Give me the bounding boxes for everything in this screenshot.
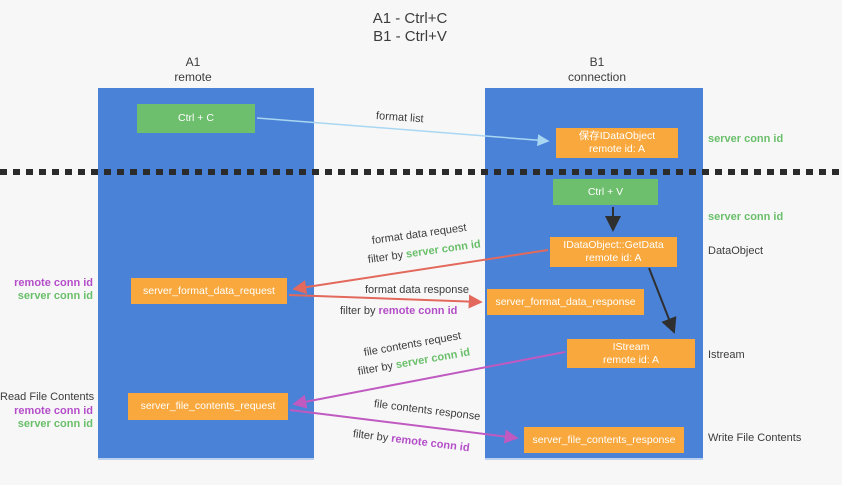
filter-by-text: filter by [340, 305, 379, 317]
node-server-format-data-request: server_format_data_request [131, 278, 287, 304]
lifeline-header-a1: A1 remote [128, 55, 258, 85]
node-server-file-contents-response: server_file_contents_response [524, 427, 684, 453]
label-format-list: format list [375, 110, 424, 126]
right-label-write-file-contents: Write File Contents [708, 432, 802, 444]
lifeline-a1-role: remote [174, 70, 212, 84]
label-format-data-response: format data response [365, 284, 469, 296]
label-filter-remote-conn-1: filter by remote conn id [340, 305, 457, 317]
lifeline-b1-role: connection [567, 70, 627, 84]
filter-by-text: filter by [356, 359, 397, 378]
right-label-istream: Istream [708, 349, 745, 361]
filter-by-text: filter by [352, 428, 392, 445]
label-filter-remote-conn-2: filter by remote conn id [352, 428, 470, 454]
label-file-contents-response: file contents response [373, 398, 481, 423]
title-line-1: A1 - Ctrl+C [372, 10, 448, 27]
lifeline-b1-name: B1 [589, 55, 605, 69]
server-conn-id-text: server conn id [405, 238, 482, 261]
node-server-file-contents-request: server_file_contents_request [128, 393, 288, 420]
right-label-server-conn-id-1: server conn id [708, 133, 784, 145]
left-label-server-conn-id-2: server conn id [17, 418, 93, 430]
node-server-format-data-response: server_format_data_response [487, 289, 644, 315]
node-ctrl-v: Ctrl + V [553, 179, 658, 205]
remote-conn-id-text: remote conn id [390, 432, 471, 455]
title-line-2: B1 - Ctrl+V [373, 28, 447, 45]
filter-by-text: filter by [367, 248, 407, 266]
right-label-server-conn-id-2: server conn id [708, 211, 784, 223]
left-label-remote-conn-id-2: remote conn id [14, 405, 93, 417]
right-label-dataobject: DataObject [708, 245, 764, 257]
lifeline-header-b1: B1 connection [532, 55, 662, 85]
left-label-read-file-contents: Read File Contents [0, 391, 95, 403]
node-ctrl-c: Ctrl + C [137, 104, 255, 133]
lifeline-a1-name: A1 [185, 55, 201, 69]
left-label-server-conn-id-1: server conn id [17, 290, 93, 302]
node-istream: IStream remote id: A [567, 339, 695, 368]
phase-separator [0, 169, 842, 175]
remote-conn-id-text: remote conn id [378, 305, 458, 317]
node-idataobject-getdata: IDataObject::GetData remote id: A [550, 237, 677, 267]
diagram-title: A1 - Ctrl+C B1 - Ctrl+V [300, 10, 520, 46]
left-label-remote-conn-id-1: remote conn id [14, 277, 93, 289]
arrow-format-data-response [288, 294, 483, 309]
node-save-idataobject: 保存IDataObject remote id: A [556, 128, 678, 158]
